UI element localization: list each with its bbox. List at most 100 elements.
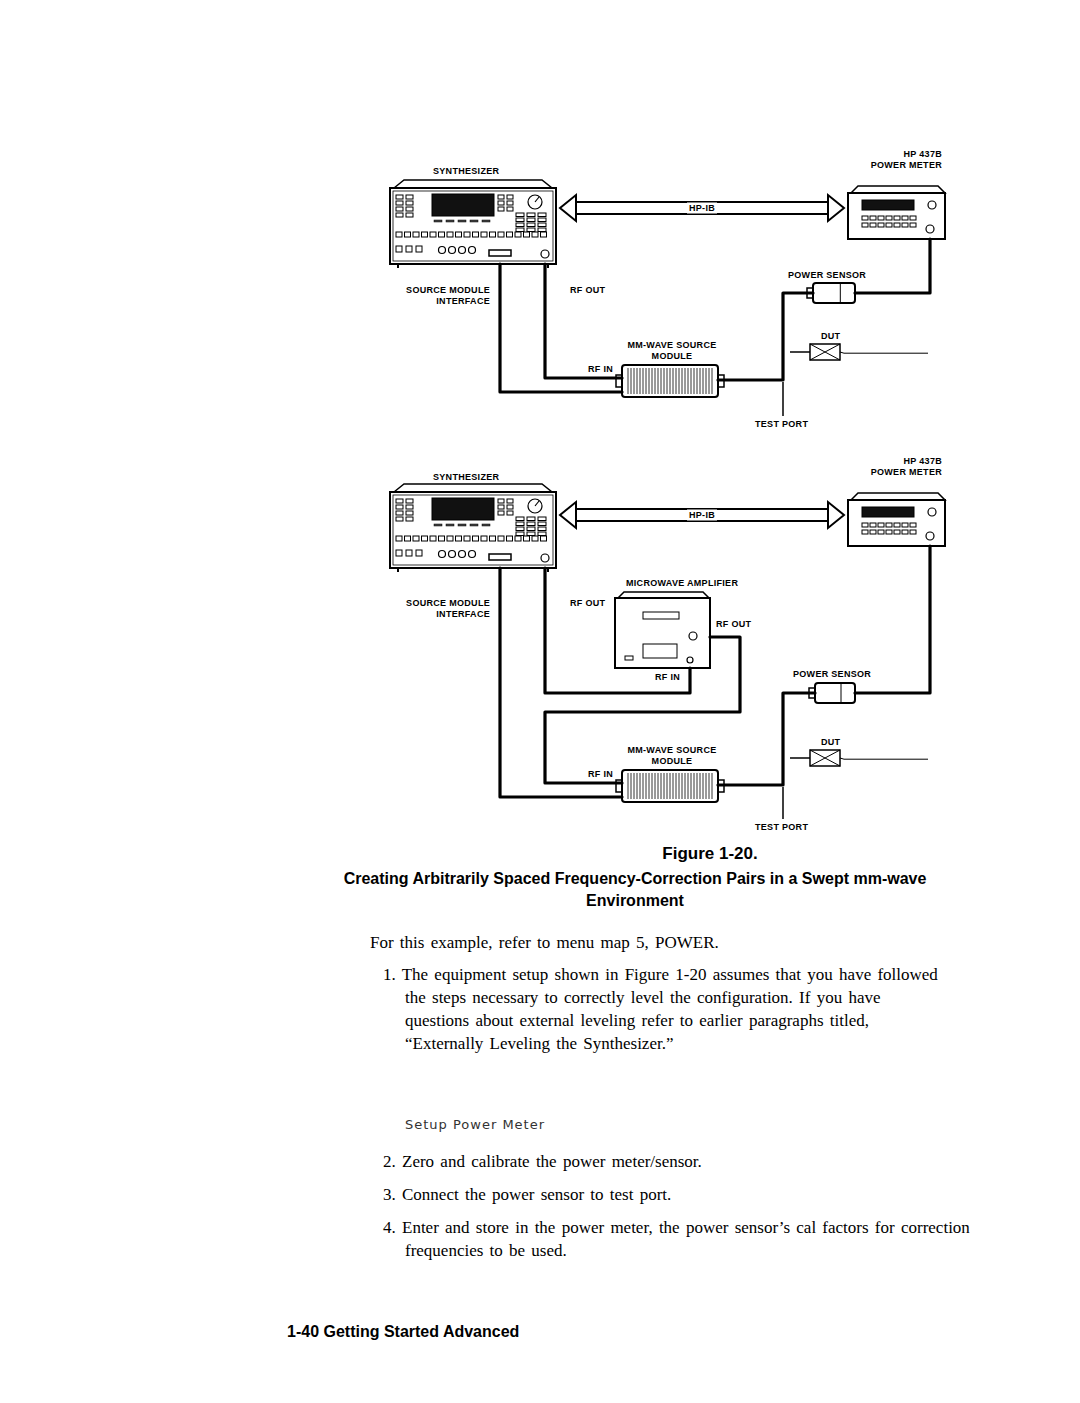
line-mark: [697, 773, 698, 799]
source-module-illustration: [616, 365, 724, 397]
panel-part: [396, 499, 403, 503]
instrument-node: DUT: [810, 750, 840, 766]
panel-part: [390, 492, 556, 568]
panel-part: [886, 216, 892, 220]
panel-part: [894, 523, 900, 527]
panel-part: [507, 536, 513, 541]
panel-part: [538, 228, 546, 232]
panel-part: [396, 536, 402, 541]
cable: [545, 637, 740, 783]
bevel: [394, 484, 552, 492]
step-text: 3. Connect the power sensor to test port…: [383, 1183, 985, 1206]
output-line: [840, 758, 928, 759]
panel-part: [507, 499, 513, 503]
panel-part: [894, 216, 900, 220]
panel-part: [447, 536, 453, 541]
panel-part: [615, 598, 710, 668]
cable: [500, 264, 622, 392]
panel-part: [498, 499, 504, 503]
panel-part: [432, 194, 494, 216]
panel-part: [910, 530, 916, 534]
line-mark: [643, 368, 644, 394]
line-mark: [682, 773, 683, 799]
panel-part: [416, 246, 422, 252]
line-mark: [712, 368, 713, 394]
line-mark: [700, 368, 701, 394]
port-label: TEST PORT: [755, 419, 815, 430]
panel-part: [498, 536, 504, 541]
port-label: RF OUT: [570, 285, 610, 296]
connector: [439, 551, 446, 558]
instrument-node: MM-WAVE SOURCE MODULE: [622, 365, 718, 397]
panel-part: [878, 523, 884, 527]
bus-outline: [575, 508, 829, 522]
arrowhead: [560, 195, 576, 221]
port-label: RF IN: [588, 769, 618, 780]
line-mark: [664, 773, 665, 799]
panel-part: [507, 505, 513, 509]
panel-part: [481, 232, 487, 237]
panel-part: [507, 207, 513, 211]
cable-path: [500, 264, 622, 392]
line-mark: [694, 773, 695, 799]
connector: [928, 201, 936, 209]
line-mark: [670, 368, 671, 394]
panel-part: [413, 232, 419, 237]
panel-part: [434, 524, 442, 526]
instrument-heading: MM-WAVE SOURCE MODULE: [622, 340, 722, 362]
panel-part: [473, 536, 479, 541]
panel-part: [810, 750, 840, 766]
arrowhead: [828, 195, 844, 221]
instrument-node: HP 437B POWER METER: [848, 500, 945, 546]
panel-part: [902, 223, 908, 227]
panel-part: [390, 188, 556, 264]
line-mark: [547, 264, 549, 268]
line-mark: [658, 368, 659, 394]
connector: [449, 551, 456, 558]
panel-part: [516, 218, 524, 222]
panel-part: [490, 232, 496, 237]
panel-part: [527, 228, 535, 232]
instrument-node: SYNTHESIZER: [390, 188, 556, 264]
instrument-heading: MM-WAVE SOURCE MODULE: [622, 745, 722, 767]
connector: [449, 247, 456, 254]
panel-part: [524, 232, 530, 237]
step-text: 4. Enter and store in the power meter, t…: [383, 1216, 995, 1262]
line-mark: [709, 773, 710, 799]
panel-part: [886, 223, 892, 227]
dut-illustration: [790, 750, 928, 766]
panel-part: [516, 213, 524, 217]
panel-part: [862, 507, 914, 517]
panel-part: [498, 232, 504, 237]
panel-part: [396, 511, 403, 515]
panel-part: [393, 191, 553, 261]
dut-illustration: [790, 344, 928, 360]
panel-part: [516, 527, 524, 531]
cable-path: [718, 693, 815, 785]
line-mark: [673, 368, 674, 394]
line-mark: [682, 368, 683, 394]
section-heading: Setup Power Meter: [405, 1117, 705, 1133]
panel-part: [489, 250, 511, 256]
line-mark: [782, 787, 784, 819]
line-mark: [547, 568, 549, 572]
connector: [926, 532, 934, 540]
panel-part: [406, 550, 412, 556]
port-label: RF OUT: [570, 598, 610, 609]
panel-part: [405, 232, 411, 237]
instrument-heading: HP 437B POWER METER: [868, 149, 942, 171]
step-text: 1. The equipment setup shown in Figure 1…: [383, 963, 945, 1055]
panel-part: [870, 216, 876, 220]
panel-part: [396, 505, 403, 509]
line-mark: [628, 368, 629, 394]
panel-part: [516, 532, 524, 536]
panel-part: [406, 517, 413, 521]
panel-part: [430, 232, 436, 237]
cable: [560, 502, 844, 528]
cable: [855, 239, 930, 293]
line-mark: [652, 773, 653, 799]
panel-part: [456, 536, 462, 541]
panel-part: [848, 193, 945, 239]
panel-part: [878, 223, 884, 227]
